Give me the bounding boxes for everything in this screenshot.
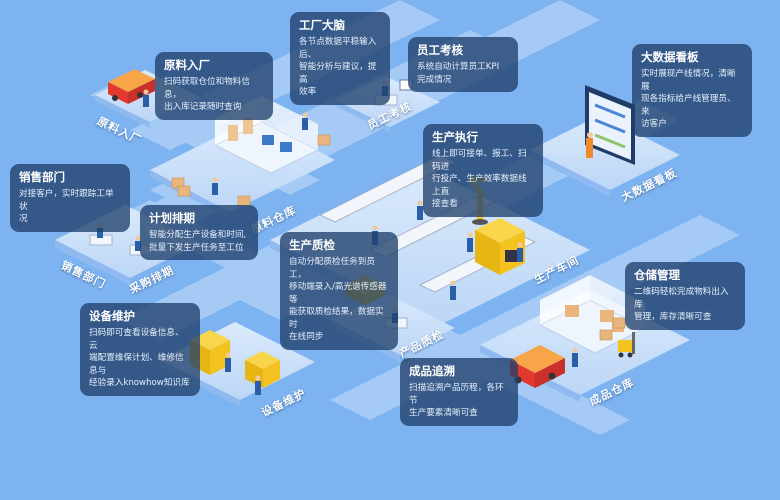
bigdata-screen [585, 85, 635, 165]
forklift [618, 332, 635, 358]
callout-title: 大数据看板 [641, 50, 699, 64]
callout-title: 仓储管理 [634, 268, 680, 282]
callout-sales: 销售部门 对接客户，实时跟踪工单状 况 [10, 164, 130, 232]
callout-title: 工厂大脑 [299, 18, 345, 32]
callout-factory-brain: 工厂大脑 各节点数据平稳输入后、 智能分析与建议，提高 效率 [290, 12, 390, 105]
callout-desc: 扫描追溯产品历程，各环节 生产要素清晰可查 [409, 383, 504, 418]
maintenance-machines [190, 330, 280, 388]
callout-title: 设备维护 [89, 309, 135, 323]
callout-title: 生产执行 [432, 130, 478, 144]
boxes [171, 134, 626, 341]
callout-desc: 对接客户，实时跟踪工单状 况 [19, 189, 114, 224]
callout-desc: 自动分配质检任务到员工， 移动端录入/高光谱传感器等 能获取质检结果，数据实时 … [289, 257, 387, 342]
callout-title: 销售部门 [19, 170, 65, 184]
callout-desc: 扫码获取仓位和物料信息， 出入库记录随时查询 [164, 77, 250, 112]
callout-desc: 扫码即可查看设备信息、云 端配置维保计划、维修信息与 经验录入knowhow知识… [89, 328, 190, 388]
callout-maintenance: 设备维护 扫码即可查看设备信息、云 端配置维保计划、维修信息与 经验录入know… [80, 303, 200, 396]
callout-desc: 二维码轻松完成物料出入库 管理，库存清晰可查 [634, 287, 729, 322]
workshop-machine [475, 218, 525, 275]
callout-desc: 智能分配生产设备和时间, 批量下发生产任务至工位 [149, 230, 247, 253]
raw-truck [108, 69, 155, 104]
callout-title: 成品追溯 [409, 364, 455, 378]
callout-title: 计划排期 [149, 211, 195, 225]
callout-title: 员工考核 [417, 43, 463, 57]
callout-title: 原料入厂 [164, 58, 210, 72]
callout-production: 生产执行 线上即可接单、报工、扫码进 行投产、生产效率数据线上直 接查看 [423, 124, 543, 217]
callout-planning: 计划排期 智能分配生产设备和时间, 批量下发生产任务至工位 [140, 205, 258, 260]
callout-warehouse: 仓储管理 二维码轻松完成物料出入库 管理，库存清晰可查 [625, 262, 745, 330]
callout-quality: 生产质检 自动分配质检任务到员工， 移动端录入/高光谱传感器等 能获取质检结果，… [280, 232, 398, 350]
callout-desc: 线上即可接单、报工、扫码进 行投产、生产效率数据线上直 接查看 [432, 149, 527, 209]
callout-trace: 成品追溯 扫描追溯产品历程，各环节 生产要素清晰可查 [400, 358, 518, 426]
callout-raw-in: 原料入厂 扫码获取仓位和物料信息， 出入库记录随时查询 [155, 52, 273, 120]
callout-title: 生产质检 [289, 238, 335, 252]
callout-staff-kpi: 员工考核 系统自动计算员工KPI 完成情况 [408, 37, 518, 92]
callout-desc: 系统自动计算员工KPI 完成情况 [417, 62, 500, 85]
callout-bigdata: 大数据看板 实时展现产线情况，清晰展 现各指标给产线管理员、来 访客户 [632, 44, 752, 137]
callout-desc: 各节点数据平稳输入后、 智能分析与建议，提高 效率 [299, 37, 377, 97]
callout-desc: 实时展现产线情况，清晰展 现各指标给产线管理员、来 访客户 [641, 69, 736, 129]
